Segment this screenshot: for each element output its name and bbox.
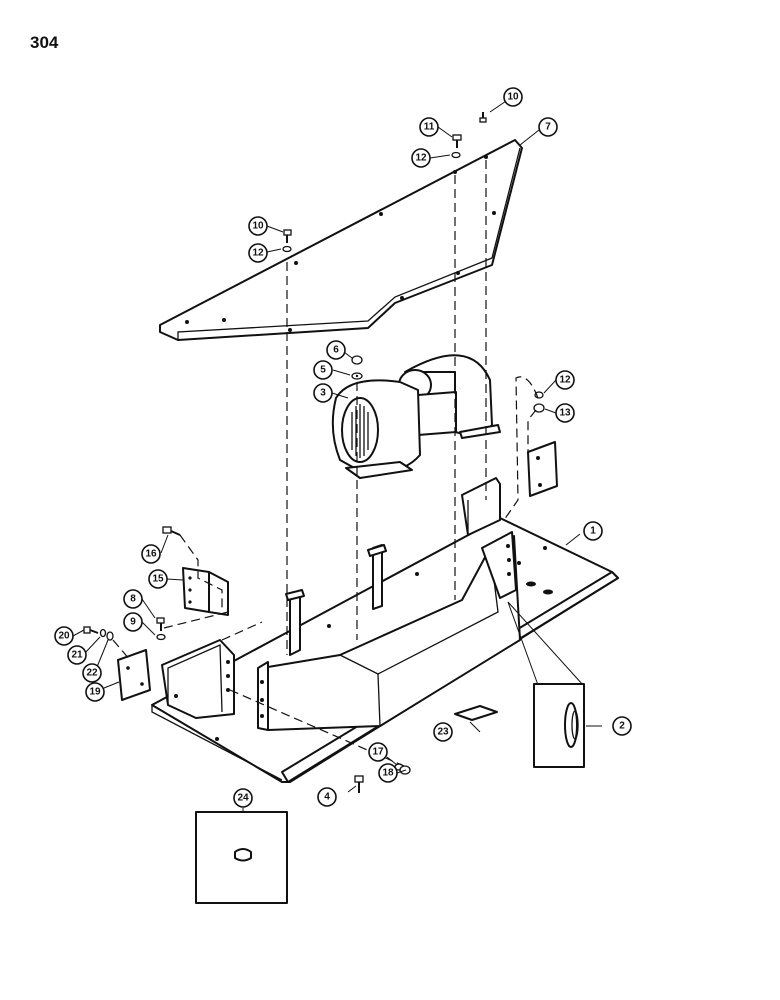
- callout-balloon-20: 20: [54, 626, 74, 646]
- callout-balloon-6: 6: [326, 340, 346, 360]
- callout-balloon-11: 11: [419, 117, 439, 137]
- bracket-15: [182, 567, 229, 616]
- side-cover-plate: [527, 441, 558, 497]
- callout-balloon-22: 22: [82, 663, 102, 683]
- page-number: 304: [30, 33, 59, 52]
- callout-label-13: 13: [559, 408, 571, 419]
- grommet-detail-inset: [507, 601, 585, 768]
- callout-balloon-4: 4: [317, 787, 337, 807]
- callout-balloon-24: 24: [233, 788, 253, 808]
- callout-balloon-17: 17: [368, 742, 388, 762]
- callout-balloon-5: 5: [313, 360, 333, 380]
- callout-leader-lines: [72, 96, 602, 812]
- callout-label-10-left: 10: [252, 221, 264, 232]
- callout-label-15: 15: [152, 574, 164, 585]
- callout-label-23: 23: [437, 727, 449, 738]
- blower-motor-assembly: [331, 354, 501, 479]
- callout-balloon-21: 21: [67, 645, 87, 665]
- callout-label-3: 3: [320, 388, 326, 399]
- callout-label-21: 21: [71, 650, 83, 661]
- callout-label-22: 22: [86, 668, 98, 679]
- callout-label-20: 20: [58, 631, 70, 642]
- callout-label-12-right: 12: [559, 375, 571, 386]
- callout-label-6: 6: [333, 345, 339, 356]
- callout-label-19: 19: [89, 687, 101, 698]
- plug-detail-inset: [195, 811, 288, 904]
- top-cover-panel: [159, 139, 523, 341]
- callout-label-18: 18: [382, 768, 394, 779]
- callout-label-5: 5: [320, 365, 326, 376]
- callout-balloon-1: 1: [583, 521, 603, 541]
- callout-balloon-9: 9: [123, 612, 143, 632]
- callout-balloon-3: 3: [313, 383, 333, 403]
- callout-balloon-15: 15: [148, 569, 168, 589]
- callout-balloon-18: 18: [378, 763, 398, 783]
- callout-label-1: 1: [590, 526, 596, 537]
- callout-label-17: 17: [372, 747, 384, 758]
- callout-label-2: 2: [619, 721, 625, 732]
- callout-balloon-7: 7: [538, 117, 558, 137]
- cover-plate-19: [117, 649, 151, 701]
- callout-balloon-8: 8: [123, 589, 143, 609]
- callout-balloon-12-top: 12: [411, 148, 431, 168]
- callout-label-7: 7: [545, 122, 551, 133]
- callout-label-9: 9: [130, 617, 136, 628]
- callout-balloon-23: 23: [433, 722, 453, 742]
- callout-label-4: 4: [324, 792, 330, 803]
- callout-label-24: 24: [237, 793, 249, 804]
- callout-label-8: 8: [130, 594, 136, 605]
- alignment-leaders: [112, 160, 539, 767]
- callout-label-11: 11: [424, 122, 435, 133]
- callout-balloon-10-top: 10: [503, 87, 523, 107]
- callout-balloon-13: 13: [555, 403, 575, 423]
- callout-label-12-top: 12: [415, 153, 427, 164]
- decal-23: [454, 705, 498, 721]
- callout-balloon-12-right: 12: [555, 370, 575, 390]
- air-duct-housing: [257, 531, 521, 731]
- callout-balloon-10-left: 10: [248, 216, 268, 236]
- callout-label-12-left: 12: [252, 248, 264, 259]
- callout-balloon-2: 2: [612, 716, 632, 736]
- callout-label-16: 16: [145, 549, 157, 560]
- callout-balloon-12-left: 12: [248, 243, 268, 263]
- callout-balloon-19: 19: [85, 682, 105, 702]
- left-mount-bracket: [161, 639, 235, 719]
- callout-balloon-16: 16: [141, 544, 161, 564]
- callout-label-10-top: 10: [507, 92, 519, 103]
